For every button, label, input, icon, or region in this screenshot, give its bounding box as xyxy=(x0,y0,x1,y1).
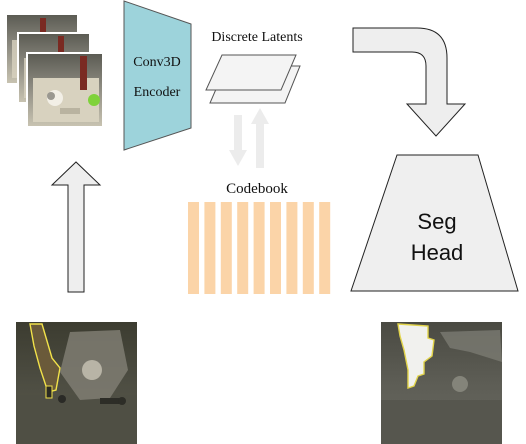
output-segmentation-image xyxy=(381,322,502,444)
codebook-label: Codebook xyxy=(226,181,288,197)
discrete-latents: Discrete Latents xyxy=(205,30,303,104)
codebook-entry xyxy=(270,202,281,294)
seg-head-shape xyxy=(350,154,519,292)
latents-label: Discrete Latents xyxy=(211,30,302,45)
seg-head-label-line1: Seg xyxy=(417,209,456,234)
curved-arrow-icon xyxy=(352,27,467,137)
codebook-entry xyxy=(302,202,314,294)
input-frame-front xyxy=(26,52,104,128)
encoder-label-line2: Encoder xyxy=(134,85,181,100)
codebook-entry xyxy=(237,202,249,294)
codebook-bars xyxy=(188,202,331,294)
input-image xyxy=(16,322,137,444)
segmentation-mask xyxy=(397,323,435,389)
down-arrow-icon xyxy=(229,115,247,166)
up-arrow-large-icon xyxy=(50,161,102,293)
up-arrow-icon xyxy=(251,108,269,168)
codebook-entry xyxy=(319,202,331,294)
codebook-entry xyxy=(204,202,216,294)
encoder-label-line1: Conv3D xyxy=(133,55,180,70)
seg-head-label-line2: Head xyxy=(411,240,464,265)
codebook-lookup-arrows xyxy=(229,108,269,168)
codebook: Codebook xyxy=(188,181,331,294)
seg-head: Seg Head xyxy=(350,154,519,292)
conv3d-encoder: Conv3D Encoder xyxy=(123,0,192,151)
input-frames xyxy=(5,13,104,128)
codebook-entry xyxy=(253,202,265,294)
codebook-entry xyxy=(188,202,199,294)
encoder-shape xyxy=(123,0,192,151)
codebook-entry xyxy=(220,202,232,294)
latent-plane-front xyxy=(205,54,297,91)
codebook-entry xyxy=(286,202,298,294)
